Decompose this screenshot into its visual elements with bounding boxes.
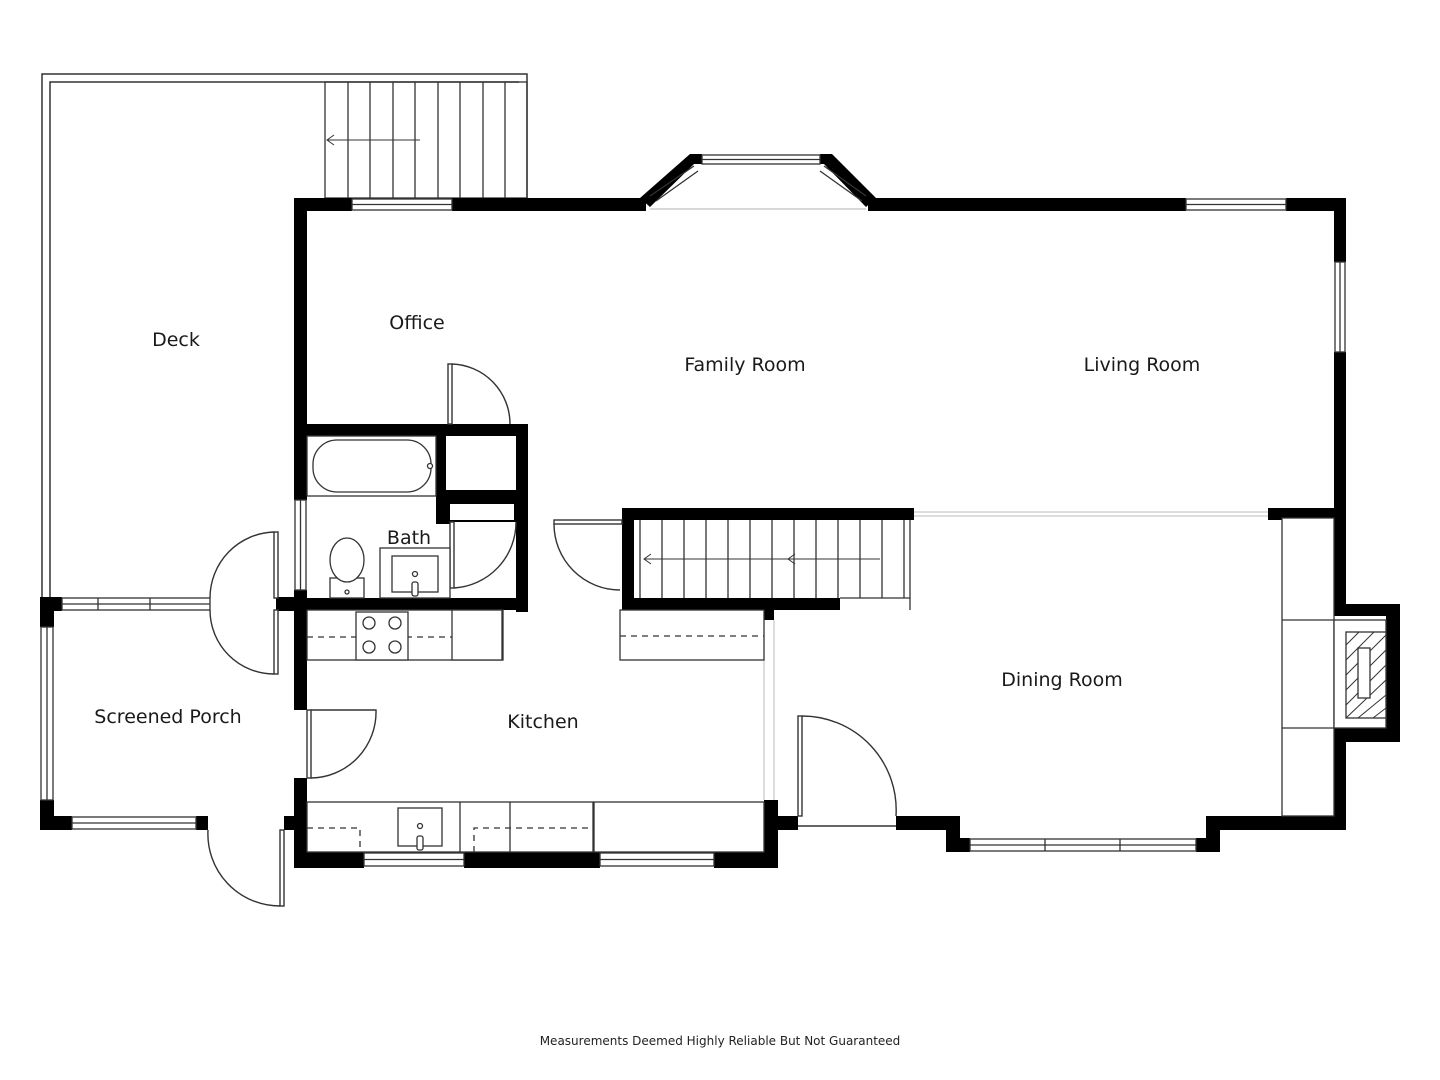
label-bath: Bath <box>387 527 431 549</box>
label-screened-porch: Screened Porch <box>94 706 241 728</box>
bath-fixtures <box>306 435 451 599</box>
interior-stairs <box>639 520 911 610</box>
label-office: Office <box>389 312 444 334</box>
doors <box>207 363 897 907</box>
deck-stairs <box>324 81 528 199</box>
windows <box>294 154 1346 867</box>
label-dining-room: Dining Room <box>1001 669 1122 691</box>
label-kitchen: Kitchen <box>507 711 578 733</box>
label-deck: Deck <box>152 329 200 351</box>
disclaimer-text: Measurements Deemed Highly Reliable But … <box>539 1034 901 1048</box>
label-family-room: Family Room <box>684 354 805 376</box>
porch-walls <box>40 597 296 830</box>
fireplace <box>1281 517 1387 817</box>
label-living-room: Living Room <box>1084 354 1201 376</box>
bay-windows <box>649 165 867 210</box>
exterior-walls <box>276 154 1400 868</box>
kitchen-fixtures <box>306 609 765 853</box>
porch-screens <box>40 597 211 830</box>
